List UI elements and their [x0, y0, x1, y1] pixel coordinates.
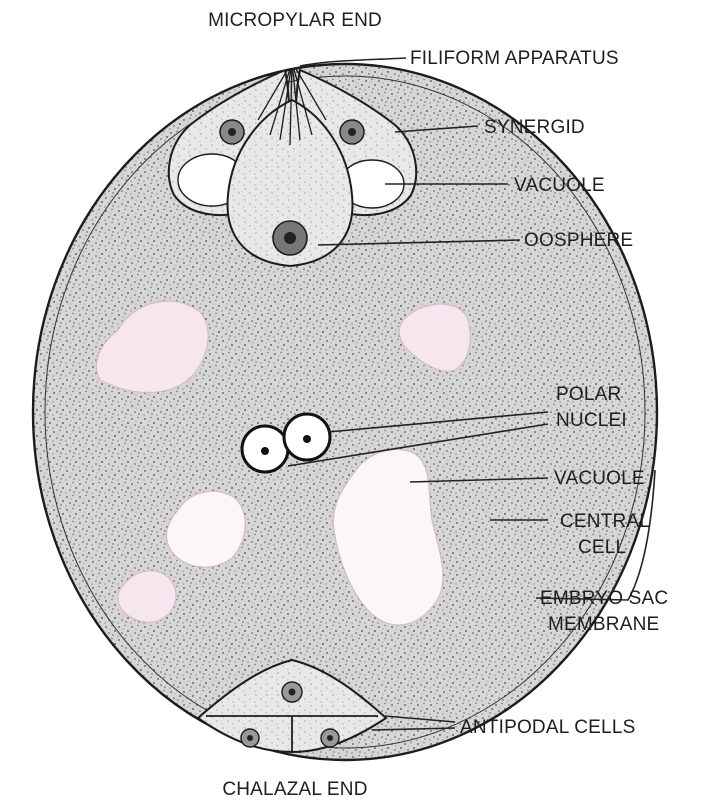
label-micropylar-end: MICROPYLAR END — [208, 10, 382, 31]
label-membrane-line1: EMBRYO SAC — [540, 588, 668, 609]
label-antipodal-cells: ANTIPODAL CELLS — [460, 717, 635, 738]
label-membrane-line2: MEMBRANE — [548, 614, 659, 635]
label-vacuole-top: VACUOLE — [514, 175, 605, 196]
label-oosphere: OOSPHERE — [524, 230, 633, 251]
label-synergid: SYNERGID — [484, 117, 585, 138]
label-chalazal-end: CHALAZAL END — [222, 779, 367, 800]
label-polar-line1: POLAR — [556, 384, 621, 405]
label-central-line2: CELL — [578, 537, 626, 558]
label-vacuole-center: VACUOLE — [554, 468, 645, 489]
label-filiform-apparatus: FILIFORM APPARATUS — [410, 48, 619, 69]
label-central-line1: CENTRAL — [560, 511, 650, 532]
label-polar-line2: NUCLEI — [556, 410, 627, 431]
